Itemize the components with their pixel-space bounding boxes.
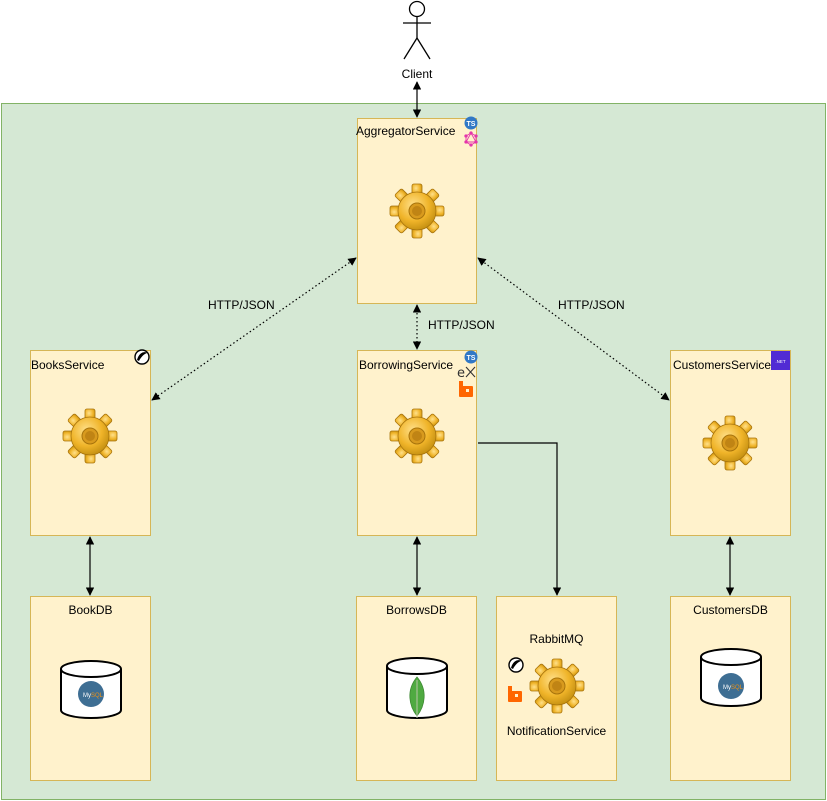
customers-dotnet-icon: .NET [771,351,790,370]
borrowing-express-icon: e [457,366,476,381]
svg-text:TS: TS [467,121,476,128]
borrowing-gear-icon [389,408,445,464]
svg-text:SQL: SQL [91,693,104,699]
aggregator-ts-icon: TS [464,116,478,130]
bookdb-label: BookDB [68,603,113,617]
borrowing-service-label: BorrowingService [359,358,454,372]
edge-borrowing-notification [478,442,562,596]
books-service-label: BooksService [31,358,105,372]
notification-rabbitmq-icon [508,686,522,702]
books-gear-icon [62,408,118,464]
borrowsdb-label: BorrowsDB [386,603,447,617]
customersdb-label: CustomersDB [693,603,768,617]
borrowing-ts-icon: TS [464,350,478,364]
borrowing-rabbitmq-icon [459,381,473,397]
notification-gear-icon [529,658,585,714]
svg-text:.NET: .NET [775,359,786,364]
svg-text:My: My [83,693,91,699]
aggregator-graphql-icon [464,131,478,147]
notification-service-label: NotificationService [506,724,607,738]
edge-aggregator-books [151,257,357,401]
notification-spring-icon [508,657,524,673]
bookdb-mysql-icon: My SQL [78,681,104,707]
customers-gear-icon [702,415,758,471]
aggregator-service-label: AggregatorService [356,124,456,138]
aggregator-gear-icon [389,183,445,239]
customers-service-label: CustomersService [673,358,772,372]
rabbitmq-label: RabbitMQ [529,632,584,646]
client-label: Client [401,67,433,81]
books-spring-icon [134,349,150,365]
svg-text:TS: TS [467,355,476,362]
customersdb-mysql-icon: My SQL [718,673,744,699]
svg-text:SQL: SQL [731,685,744,691]
borrowsdb-mongodb-icon [409,676,425,718]
edge-aggregator-customers [477,257,670,401]
customersdb-cylinder-icon [700,648,762,707]
svg-text:My: My [723,685,731,691]
svg-text:e: e [457,366,465,381]
